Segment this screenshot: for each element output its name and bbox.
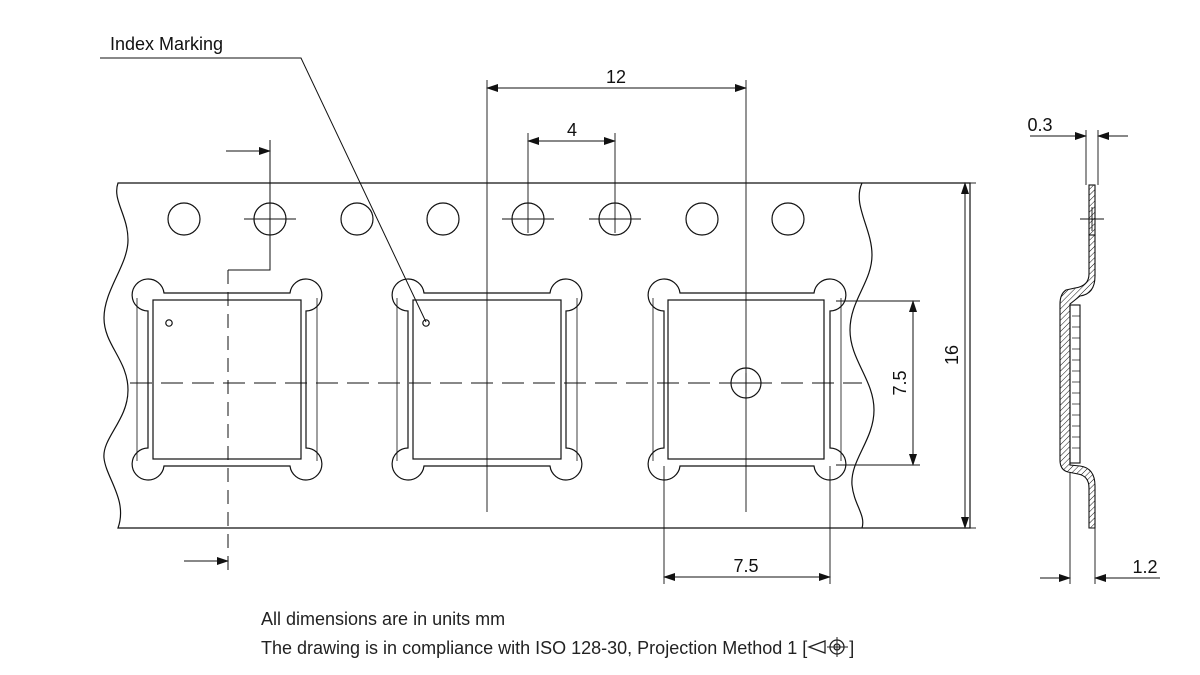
dimension-lines <box>486 84 969 581</box>
tape-outline <box>103 182 971 529</box>
dim-4: 4 <box>567 120 577 140</box>
index-dot <box>165 319 173 327</box>
index-marking-leader <box>100 57 427 323</box>
dim-7-5-width: 7.5 <box>733 556 758 576</box>
dim-0-3: 0.3 <box>1027 115 1052 135</box>
dim-7-5-height: 7.5 <box>890 370 910 395</box>
dim-12: 12 <box>606 67 626 87</box>
pocket-1 <box>131 278 323 481</box>
index-dot <box>422 319 430 327</box>
hole-centerlines <box>244 205 641 233</box>
projection-method-1-icon <box>807 637 849 657</box>
compliance-note-text: The drawing is in compliance with ISO 12… <box>261 638 808 658</box>
side-view <box>1030 130 1160 584</box>
pocket-3 <box>647 278 847 481</box>
compliance-note-end: ] <box>849 638 855 658</box>
index-marking-label: Index Marking <box>110 34 223 54</box>
dim-16: 16 <box>942 345 962 365</box>
dim-1-2: 1.2 <box>1132 557 1157 577</box>
extension-lines <box>486 80 976 584</box>
reference-leader <box>228 140 271 271</box>
compliance-note: The drawing is in compliance with ISO 12… <box>261 637 854 659</box>
units-note: All dimensions are in units mm <box>261 609 506 629</box>
